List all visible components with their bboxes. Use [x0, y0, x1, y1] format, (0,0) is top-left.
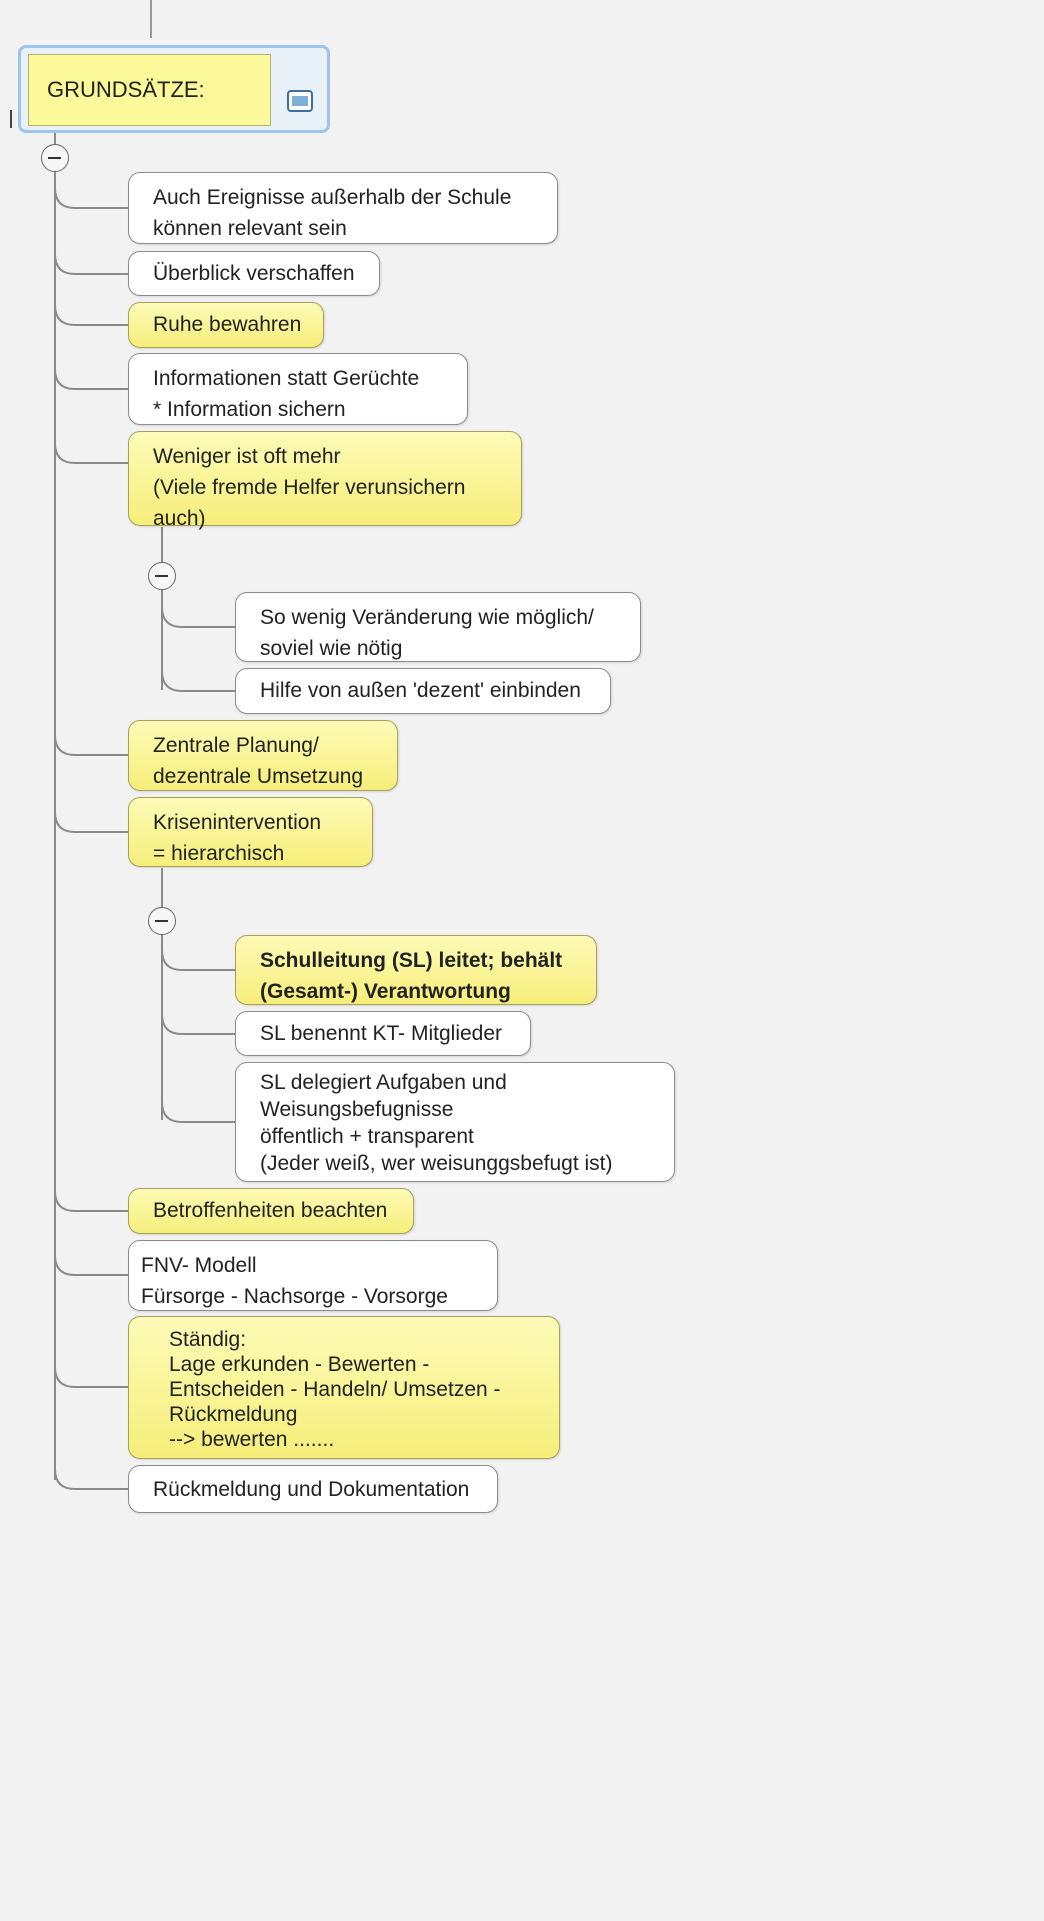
topic-node[interactable]: Krisenintervention = hierarchisch — [128, 797, 373, 867]
topic-node[interactable]: Weniger ist oft mehr (Viele fremde Helfe… — [128, 431, 522, 530]
branch-connector — [54, 1171, 128, 1212]
branch-connector — [161, 930, 235, 971]
branch-connector — [54, 715, 128, 756]
branch-connector — [161, 651, 235, 692]
branch-connector — [161, 1082, 235, 1123]
topic-node[interactable]: Rückmeldung und Dokumentation — [128, 1465, 498, 1513]
topic-node[interactable]: Überblick verschaffen — [128, 251, 380, 296]
branch-connector — [161, 994, 235, 1035]
branch-connector — [161, 587, 235, 628]
collapse-icon[interactable] — [148, 562, 176, 590]
branch-connector — [54, 423, 128, 464]
branch-connector — [54, 1449, 128, 1490]
note-icon[interactable] — [287, 90, 313, 112]
collapse-icon[interactable] — [148, 907, 176, 935]
subtopic-node[interactable]: SL benennt KT- Mitglieder — [235, 1011, 531, 1056]
topic-node[interactable]: Auch Ereignisse außerhalb der Schule kön… — [128, 172, 558, 244]
branch-connector — [54, 1347, 128, 1388]
text-cursor-mark — [10, 110, 12, 128]
branch-connector — [54, 285, 128, 326]
branch-connector — [54, 792, 128, 833]
parent-connector-stub — [150, 0, 152, 38]
topic-node[interactable]: Ruhe bewahren — [128, 302, 324, 348]
branch-connector — [54, 1235, 128, 1276]
topic-node[interactable]: Betroffenheiten beachten — [128, 1188, 414, 1234]
topic-node[interactable]: Informationen statt Gerüchte * Informati… — [128, 353, 468, 425]
topic-node[interactable]: FNV- Modell Fürsorge - Nachsorge - Vorso… — [128, 1240, 498, 1311]
subtopic-node[interactable]: Hilfe von außen 'dezent' einbinden — [235, 668, 611, 714]
collapse-icon[interactable] — [41, 144, 69, 172]
topic-node[interactable]: Zentrale Planung/ dezentrale Umsetzung — [128, 720, 398, 791]
root-node-label: GRUNDSÄTZE: — [47, 77, 205, 102]
subtopic-node[interactable]: Schulleitung (SL) leitet; behält (Gesamt… — [235, 935, 597, 1005]
root-node[interactable]: GRUNDSÄTZE: — [28, 54, 271, 126]
topic-node[interactable]: Ständig: Lage erkunden - Bewerten - Ents… — [128, 1316, 560, 1459]
branch-connector — [54, 234, 128, 275]
branch-connector — [54, 168, 128, 209]
branch-connector — [54, 349, 128, 390]
subtopic-node[interactable]: So wenig Veränderung wie möglich/ soviel… — [235, 592, 641, 662]
subtopic-node[interactable]: SL delegiert Aufgaben und Weisungsbefugn… — [235, 1062, 675, 1182]
